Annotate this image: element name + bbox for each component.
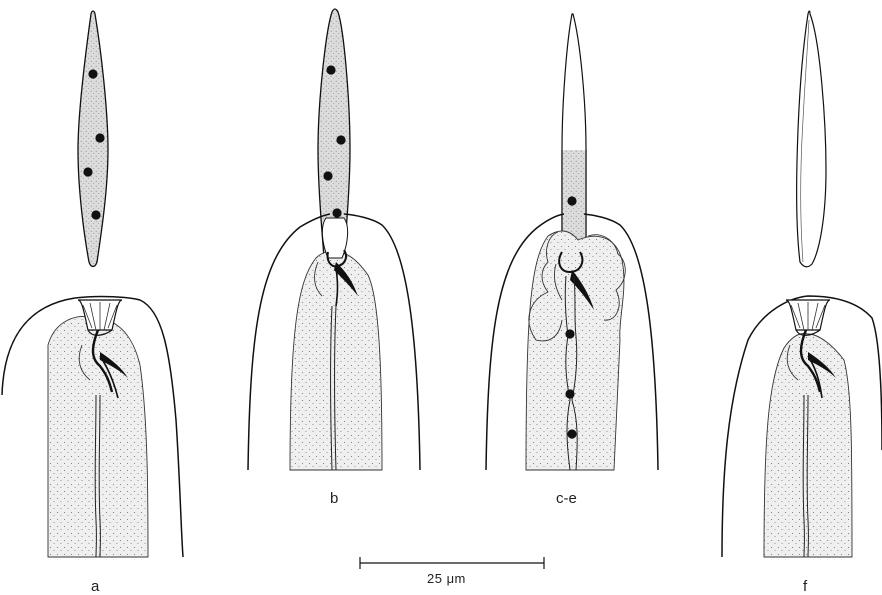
spore-a [78, 11, 108, 267]
spore-f [797, 11, 826, 267]
nucleus-b-2 [336, 135, 345, 144]
panel-f [722, 11, 882, 557]
nucleus-a-3 [83, 167, 92, 176]
nematode-head-b [248, 214, 420, 470]
nucleus-a-1 [88, 69, 97, 78]
panel-label-ce: c-e [556, 490, 577, 507]
panel-label-f: f [803, 578, 807, 595]
nucleus-b-1 [326, 65, 335, 74]
nucleus-ce-3 [565, 389, 574, 398]
panel-b [248, 9, 420, 470]
nematode-head-a [2, 297, 183, 557]
panel-a [2, 11, 183, 557]
nucleus-b-3 [323, 171, 332, 180]
nematode-head-f [722, 296, 882, 557]
spore-ce [562, 14, 586, 252]
panel-label-a: a [91, 578, 99, 595]
nucleus-ce-2 [565, 329, 574, 338]
nucleus-a-2 [95, 133, 104, 142]
scale-bar-label: 25 μm [427, 571, 466, 586]
nucleus-b-4 [332, 208, 341, 217]
panel-ce [486, 14, 658, 470]
nucleus-a-4 [91, 210, 100, 219]
panel-label-b: b [330, 490, 338, 507]
nucleus-ce-1 [567, 196, 576, 205]
scale-bar [360, 557, 544, 569]
nematode-head-ce [486, 214, 658, 470]
nucleus-ce-4 [567, 429, 576, 438]
